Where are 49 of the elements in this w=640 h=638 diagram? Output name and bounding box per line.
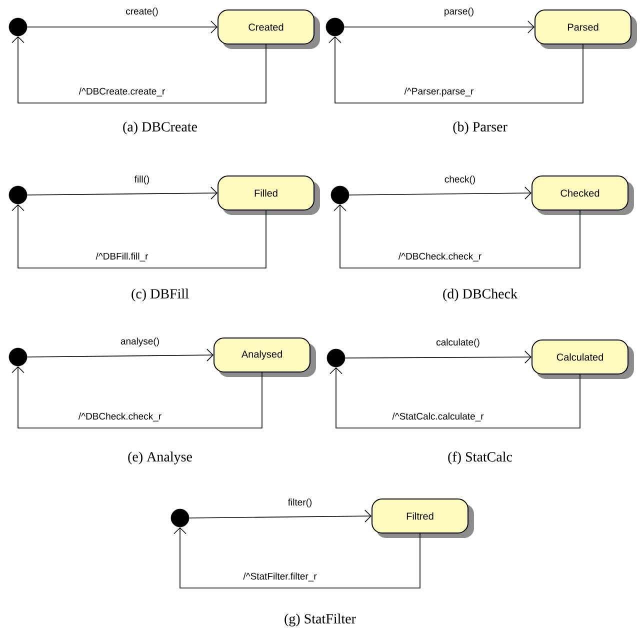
- arrow: [330, 367, 580, 428]
- initial-state: [8, 18, 28, 36]
- state-box: Analysed: [214, 338, 316, 377]
- state-box: Checked: [532, 176, 634, 215]
- edge-label: analyse(): [120, 338, 159, 346]
- arrow: [174, 527, 420, 588]
- arrow: [344, 350, 532, 364]
- edge-label: /^StatFilter.filter_r: [243, 572, 317, 582]
- arrow: [348, 186, 532, 200]
- edge-label: /^StatCalc.calculate_r: [392, 412, 484, 422]
- edge-label: check(): [444, 176, 475, 184]
- subfigure-caption: (d) DBCheck: [443, 288, 518, 302]
- arrow: [12, 366, 262, 428]
- initial-state: [326, 18, 344, 36]
- arrow: [344, 20, 534, 34]
- subfigure-caption: (b) Parser: [453, 122, 508, 134]
- state-box: Calculated: [532, 340, 634, 379]
- initial-state: [170, 508, 190, 528]
- edge-label: /^DBCheck.check_r: [78, 412, 162, 422]
- subfigure-caption: (a) DBCreate: [123, 122, 198, 134]
- edge-label: calculate(): [436, 338, 480, 348]
- state-box: Parsed: [534, 10, 637, 49]
- edge-label: /^DBCreate.create_r: [78, 88, 165, 96]
- edge-label: filter(): [288, 498, 312, 508]
- arrow: [26, 20, 218, 34]
- edge-label: /^Parser.parse_r: [404, 88, 474, 96]
- arrow: [328, 36, 584, 104]
- arrow: [12, 204, 266, 268]
- state-box: Created: [218, 10, 320, 49]
- subfigure-caption: (c) DBFill: [132, 288, 189, 302]
- initial-state: [326, 348, 346, 368]
- initial-state: [330, 186, 350, 204]
- subfigure-caption: (e) Analyse: [128, 452, 192, 464]
- state-box: Filtred: [372, 498, 474, 538]
- arrow: [26, 348, 214, 362]
- edge-label: /^DBFill.fill_r: [96, 252, 148, 262]
- arrow: [12, 36, 266, 104]
- subfigure-caption: (g) StatFilter: [284, 614, 356, 626]
- edge-label: /^DBCheck.check_r: [398, 252, 482, 262]
- state-box: Filled: [218, 176, 320, 215]
- arrow: [26, 186, 218, 200]
- arrow: [334, 204, 580, 268]
- edge-label: fill(): [134, 176, 150, 184]
- arrow: [188, 510, 372, 522]
- edge-label: parse(): [444, 8, 474, 16]
- initial-state: [8, 186, 28, 204]
- subfigure-caption: (f) StatCalc: [448, 452, 512, 464]
- initial-state: [8, 348, 28, 366]
- edge-label: create(): [126, 8, 158, 16]
